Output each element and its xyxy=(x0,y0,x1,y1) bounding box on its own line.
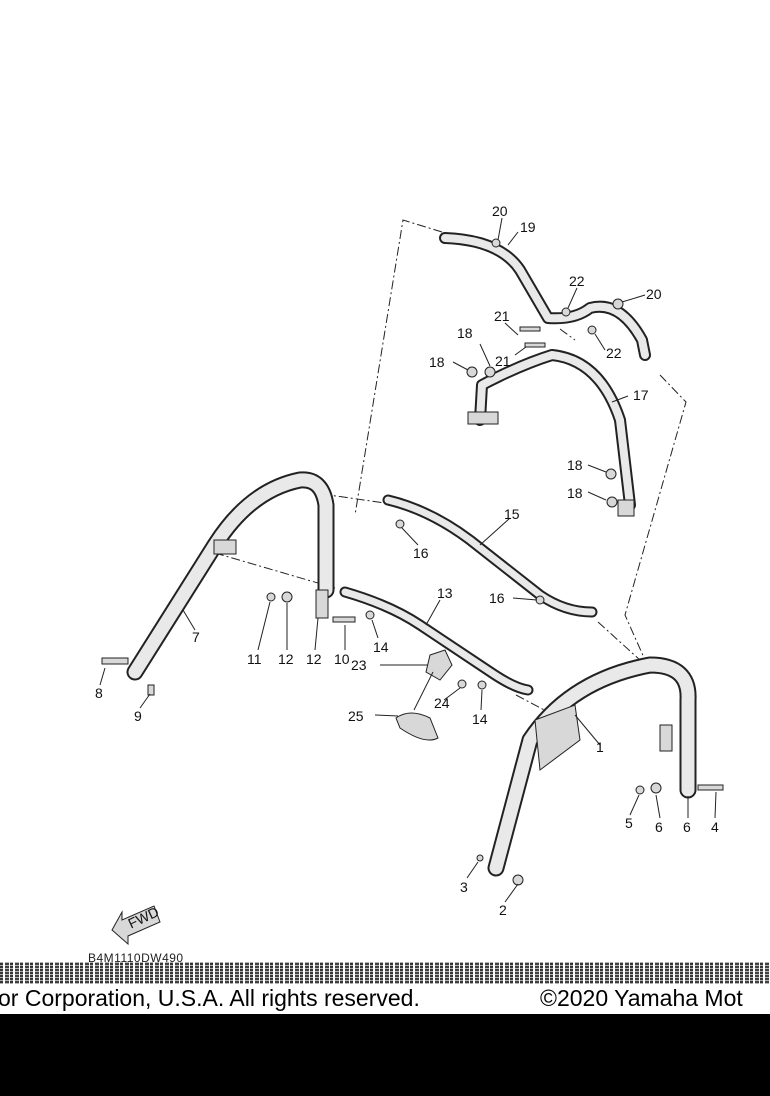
callout-7: 7 xyxy=(192,629,200,645)
callout-16: 16 xyxy=(413,545,429,561)
part-23-bracket xyxy=(425,649,453,681)
callout-12: 12 xyxy=(278,651,294,667)
hardware-parts xyxy=(101,238,724,886)
copyright-text-right: ©2020 Yamaha Mot xyxy=(540,985,743,1011)
callout-20: 20 xyxy=(492,203,508,219)
callout-24: 24 xyxy=(434,695,450,711)
assembly-lines xyxy=(214,219,687,713)
callout-25: 25 xyxy=(348,708,364,724)
fwd-arrow-icon: FWD xyxy=(111,903,161,946)
callout-18: 18 xyxy=(429,354,445,370)
callout-17: 17 xyxy=(633,387,649,403)
callout-18b: 18 xyxy=(457,325,473,341)
callout-18d: 18 xyxy=(567,485,583,501)
part-19-rear-upper-bar xyxy=(439,232,651,361)
callout-14b: 14 xyxy=(472,711,488,727)
part-7-left-roll-bar xyxy=(126,471,335,681)
callout-21: 21 xyxy=(494,308,510,324)
callout-18c: 18 xyxy=(567,457,583,473)
callout-19: 19 xyxy=(520,219,536,235)
callout-21b: 21 xyxy=(495,353,511,369)
callout-16b: 16 xyxy=(489,590,505,606)
bottom-black-bar xyxy=(0,1014,770,1096)
callout-6b: 6 xyxy=(683,819,691,835)
callout-9: 9 xyxy=(134,708,142,724)
callout-23: 23 xyxy=(351,657,367,673)
callout-14: 14 xyxy=(373,639,389,655)
part-13-lower-crossbar xyxy=(339,586,534,696)
diagram-reference-code: B4M1110DW490 xyxy=(88,952,184,962)
callout-22: 22 xyxy=(569,273,585,289)
part-1-right-roll-bar xyxy=(487,656,697,877)
part-17-rear-brace xyxy=(467,349,636,517)
callout-13: 13 xyxy=(437,585,453,601)
callout-12b: 12 xyxy=(306,651,322,667)
callout-10: 10 xyxy=(334,651,350,667)
callout-2: 2 xyxy=(499,902,507,918)
callout-20b: 20 xyxy=(646,286,662,302)
part-15-upper-crossbar xyxy=(382,494,598,618)
part-25-cover xyxy=(395,712,439,741)
callout-5: 5 xyxy=(625,815,633,831)
scan-noise-band xyxy=(0,962,770,984)
callout-22b: 22 xyxy=(606,345,622,361)
copyright-footer: or Corporation, U.S.A. All rights reserv… xyxy=(0,984,770,1014)
callout-6: 6 xyxy=(655,819,663,835)
callout-8: 8 xyxy=(95,685,103,701)
callout-3: 3 xyxy=(460,879,468,895)
parts-diagram: FWD 1 2 3 4 5 6 6 7 8 9 10 11 12 12 13 1… xyxy=(95,203,724,946)
callout-11: 11 xyxy=(247,651,262,667)
callout-1: 1 xyxy=(596,739,604,755)
callout-4: 4 xyxy=(711,819,719,835)
leader-lines xyxy=(99,217,717,903)
copyright-text-left: or Corporation, U.S.A. All rights reserv… xyxy=(0,985,420,1011)
callout-numbers: 1 2 3 4 5 6 6 7 8 9 10 11 12 12 13 14 14… xyxy=(95,203,719,918)
callout-15: 15 xyxy=(504,506,520,522)
